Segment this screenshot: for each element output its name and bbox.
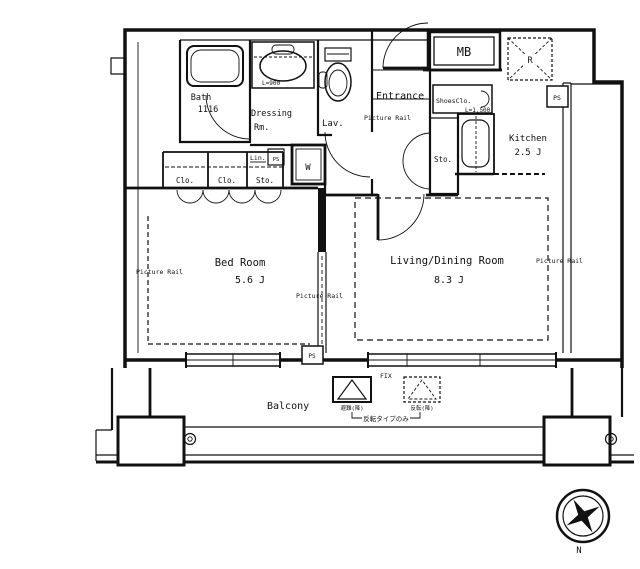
bedroom-label: Bed Room <box>215 257 266 269</box>
bedroom-picture-rail-dash <box>147 216 310 345</box>
hatch-note-label: 反転タイプのみ <box>363 414 409 423</box>
drain-left-inner <box>187 436 193 442</box>
toilet-seat <box>328 69 348 97</box>
compass-star-icon <box>566 499 600 533</box>
bedroom-window-detail <box>186 354 280 366</box>
kitchen-label: Kitchen <box>509 134 547 144</box>
toilet-bowl <box>324 62 352 102</box>
picture-rail-center-label: Picture Rail <box>296 292 343 300</box>
shoes-closet-box <box>432 84 493 114</box>
pipe-shaft-right-label: PS <box>553 94 561 102</box>
drain-right <box>604 432 618 446</box>
dressing-label-1: Dressing <box>251 109 292 119</box>
balcony-column-supports <box>148 368 574 417</box>
pipe-shaft-bottom-label: PS <box>308 353 316 360</box>
meter-box-label: MB <box>457 45 471 59</box>
evacuation-hatch-solid <box>332 376 372 403</box>
picture-rail-entrance-label: Picture Rail <box>364 114 411 122</box>
refrigerator-label-bg <box>522 51 538 67</box>
storage-entrance-label: Sto. <box>434 155 452 164</box>
meter-box-inner <box>433 36 495 66</box>
closet-walls <box>162 151 284 188</box>
compass-outer-circle <box>555 488 611 544</box>
living-picture-rail-dash <box>354 197 549 341</box>
dressing-label-2: Rm. <box>254 123 269 133</box>
lavatory-label: Lav. <box>322 119 344 129</box>
fix-window-label: FIX <box>380 372 392 380</box>
washer-label: W <box>305 163 311 173</box>
compass-north-label: N <box>576 546 581 556</box>
partition-wall-lines <box>317 252 327 353</box>
evacuation-hatch-triangle-dashed <box>407 379 437 400</box>
outer-wall-tick <box>110 57 125 75</box>
bedroom-window-caps <box>185 352 281 368</box>
balcony-column-left <box>116 415 186 467</box>
basin-width-label: L=900 <box>262 80 280 87</box>
washer-box-inner <box>295 148 322 181</box>
balcony-label: Balcony <box>267 401 309 412</box>
washer-box <box>290 143 327 186</box>
storage-bedroom-label: Sto. <box>256 176 274 185</box>
living-label: Living/Dining Room <box>390 255 504 267</box>
pipe-shaft-right-box <box>546 85 569 108</box>
bath-label: Bath <box>191 93 211 103</box>
linen-label: Lin. <box>250 154 266 162</box>
living-window-caps <box>367 352 557 368</box>
bathtub-inner <box>190 49 240 83</box>
hatch-left-label: 避難(降) <box>340 404 363 412</box>
drain-left <box>183 432 197 446</box>
counter-width-label: L=1,500 <box>465 107 491 114</box>
kitchen-sink <box>461 119 490 168</box>
toilet-tank <box>324 47 352 62</box>
bedroom-size-label: 5.6 J <box>235 275 265 286</box>
vanity-faucet <box>271 44 295 55</box>
picture-rail-left-label: Picture Rail <box>136 268 183 276</box>
refrigerator-label: R <box>527 56 533 66</box>
pipe-shaft-top-label: PS <box>273 157 280 163</box>
drain-right-inner <box>608 436 614 442</box>
pipe-shaft-bottom-box <box>301 345 324 365</box>
living-size-label: 8.3 J <box>434 275 464 286</box>
storage-entrance-walls <box>428 70 460 196</box>
wash-basin <box>259 50 307 82</box>
hatch-note-bracket <box>351 412 421 419</box>
hatch-right-label: 反転(降) <box>410 404 433 412</box>
refrigerator-space <box>507 37 553 81</box>
shoes-closet-label: ShoesClo. <box>436 97 471 105</box>
bath-size-label: 1116 <box>198 105 218 115</box>
balcony-column-right <box>542 415 612 467</box>
outer-wall <box>123 28 624 368</box>
picture-rail-right-label: Picture Rail <box>536 257 583 265</box>
storage-double-door-arcs <box>402 132 432 190</box>
hall-door-arc <box>324 131 371 178</box>
kitchen-size-label: 2.5 J <box>514 148 541 158</box>
partition-wall-solid <box>318 188 326 252</box>
compass-inner-circle <box>562 495 604 537</box>
evacuation-hatch-dashed <box>403 376 441 403</box>
living-window-detail <box>368 354 556 366</box>
lavatory-wall <box>316 40 332 137</box>
closet2-label: Clo. <box>218 176 236 185</box>
entrance-door-arc <box>382 22 429 69</box>
closet-accordion-doors <box>176 189 282 204</box>
evacuation-hatch-triangle <box>336 378 368 400</box>
balcony-left-step <box>95 429 112 461</box>
living-door-arc <box>377 193 425 241</box>
closet1-label: Clo. <box>176 176 194 185</box>
shoes-closet-door-symbol <box>480 90 490 108</box>
entrance-label: Entrance <box>376 91 424 102</box>
vanity-counter <box>251 41 315 89</box>
pipe-shaft-top-box <box>267 148 285 166</box>
unit-right-wall <box>562 82 572 353</box>
bath-door-arc <box>205 94 251 140</box>
bathtub <box>186 45 244 87</box>
hand-rail <box>318 71 328 89</box>
bath-walls <box>178 40 252 144</box>
